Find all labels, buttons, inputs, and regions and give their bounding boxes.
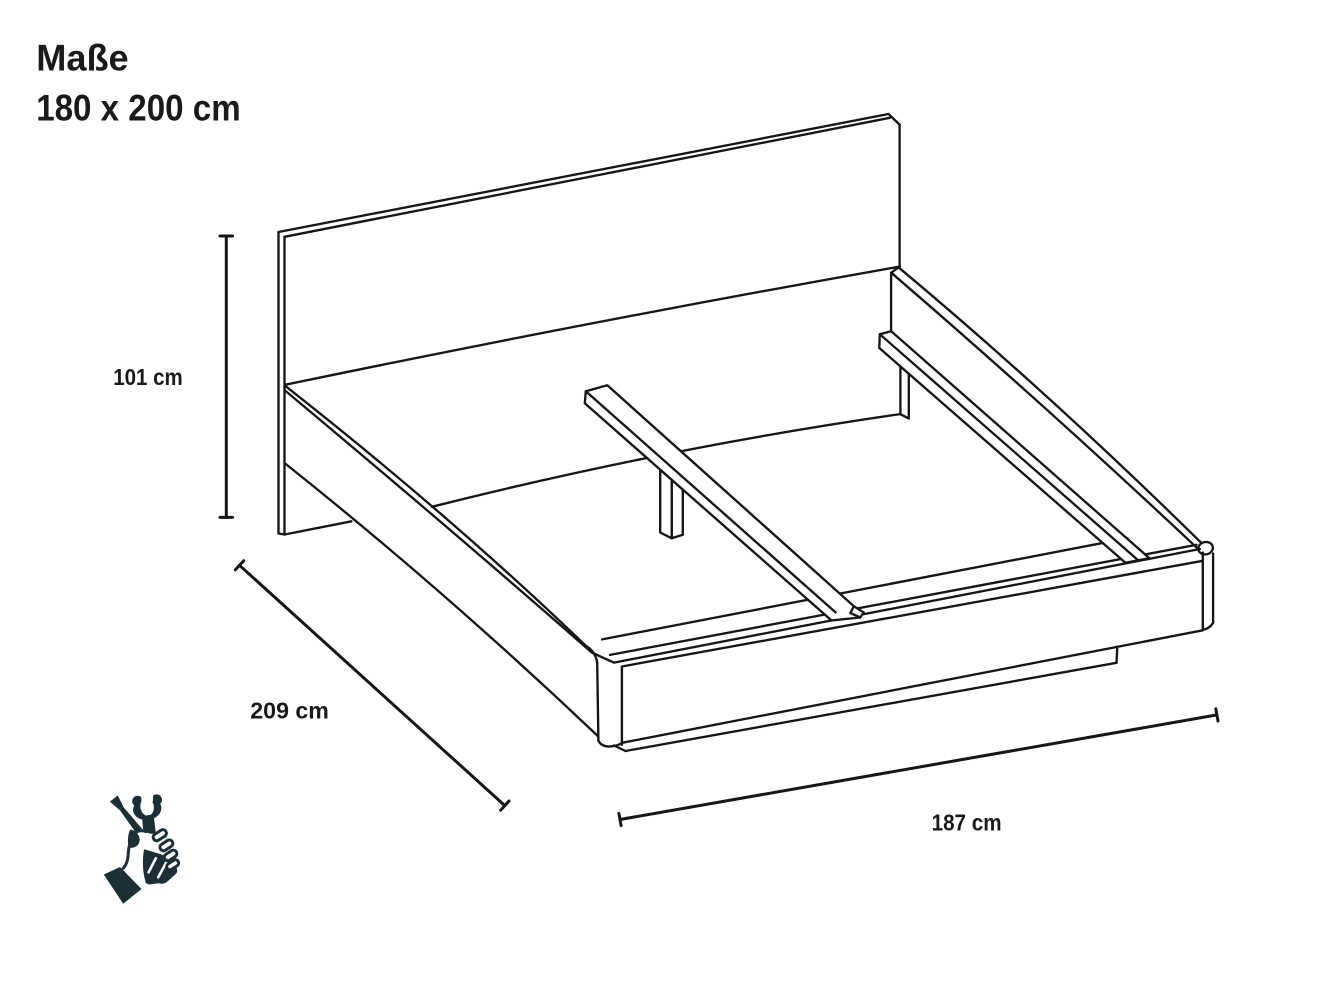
svg-text:209 cm: 209 cm [250, 697, 329, 723]
svg-text:180 x 200 cm: 180 x 200 cm [36, 87, 241, 128]
svg-text:101 cm: 101 cm [113, 364, 183, 390]
svg-text:187 cm: 187 cm [932, 810, 1002, 836]
svg-text:Maße: Maße [36, 37, 129, 78]
